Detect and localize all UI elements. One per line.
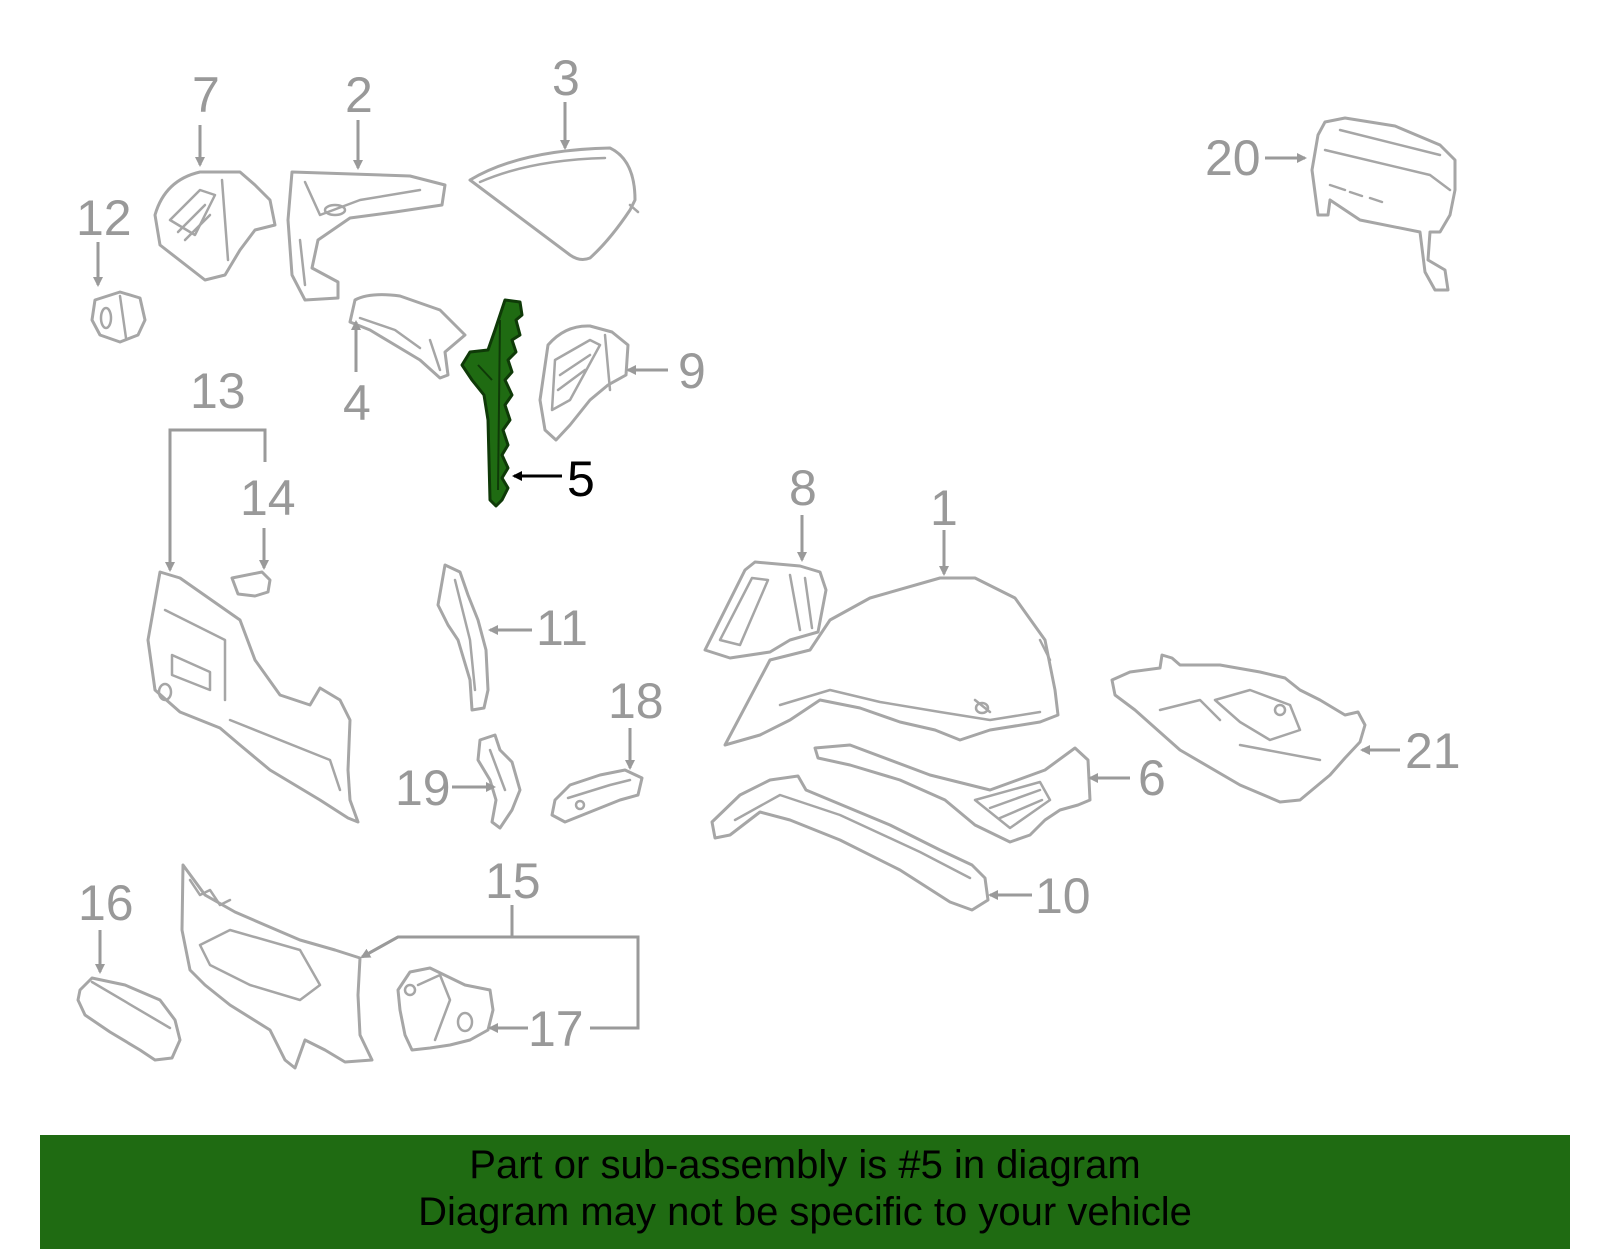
part-21-glove-box-frame (1110, 653, 1367, 804)
part-11-side-bracket (436, 563, 490, 712)
callout-5: 5 (567, 451, 595, 507)
callout-4: 4 (343, 375, 371, 431)
callout-11: 11 (536, 600, 588, 656)
info-banner: Part or sub-assembly is #5 in diagram Di… (40, 1135, 1570, 1249)
leader-lines (93, 102, 1400, 1033)
callout-7: 7 (192, 67, 220, 123)
part-8-vent (703, 560, 828, 660)
callout-17: 17 (528, 1001, 584, 1057)
part-18-bracket (550, 768, 644, 824)
callout-3: 3 (552, 50, 580, 106)
callout-8: 8 (789, 460, 817, 516)
parts-diagram: 7 2 3 12 20 4 9 5 13 14 8 1 11 18 19 6 2… (76, 50, 1461, 1070)
callout-2: 2 (345, 67, 373, 123)
callout-18: 18 (608, 673, 664, 729)
part-4-trim (348, 293, 467, 380)
part-3-cover (468, 146, 640, 261)
callout-19: 19 (395, 760, 451, 816)
part-10-lower-rail (710, 774, 990, 912)
callout-16: 16 (78, 875, 134, 931)
callout-15: 15 (485, 853, 541, 909)
part-2-bracket (286, 170, 447, 302)
callout-10: 10 (1035, 868, 1091, 924)
part-17-bracket (396, 966, 495, 1052)
part-15-knee-panel (180, 863, 374, 1070)
callout-12: 12 (76, 190, 132, 246)
part-9-vent (538, 324, 630, 442)
part-20-airbag-module (1310, 116, 1457, 292)
callout-21: 21 (1405, 723, 1461, 779)
callout-13: 13 (190, 363, 246, 419)
callout-labels: 7 2 3 12 20 4 9 5 13 14 8 1 11 18 19 6 2… (76, 50, 1461, 1057)
callout-14: 14 (240, 470, 296, 526)
banner-line-1: Part or sub-assembly is #5 in diagram (469, 1143, 1141, 1187)
part-1-dashboard (723, 576, 1060, 747)
part-19-small-bracket (476, 733, 522, 830)
part-5-highlighted-bracket[interactable] (460, 298, 524, 508)
banner-line-2: Diagram may not be specific to your vehi… (418, 1190, 1192, 1234)
callout-20: 20 (1205, 130, 1261, 186)
callout-1: 1 (930, 480, 958, 536)
part-14-clip (230, 570, 272, 598)
part-7-side-vent (153, 170, 277, 282)
callout-6: 6 (1138, 750, 1166, 806)
part-13-lower-panel (146, 570, 360, 824)
part-6-lower-vent-trim (813, 743, 1092, 844)
callout-9: 9 (678, 343, 706, 399)
part-12-clip (90, 290, 147, 344)
part-16-small-cover (76, 976, 182, 1062)
